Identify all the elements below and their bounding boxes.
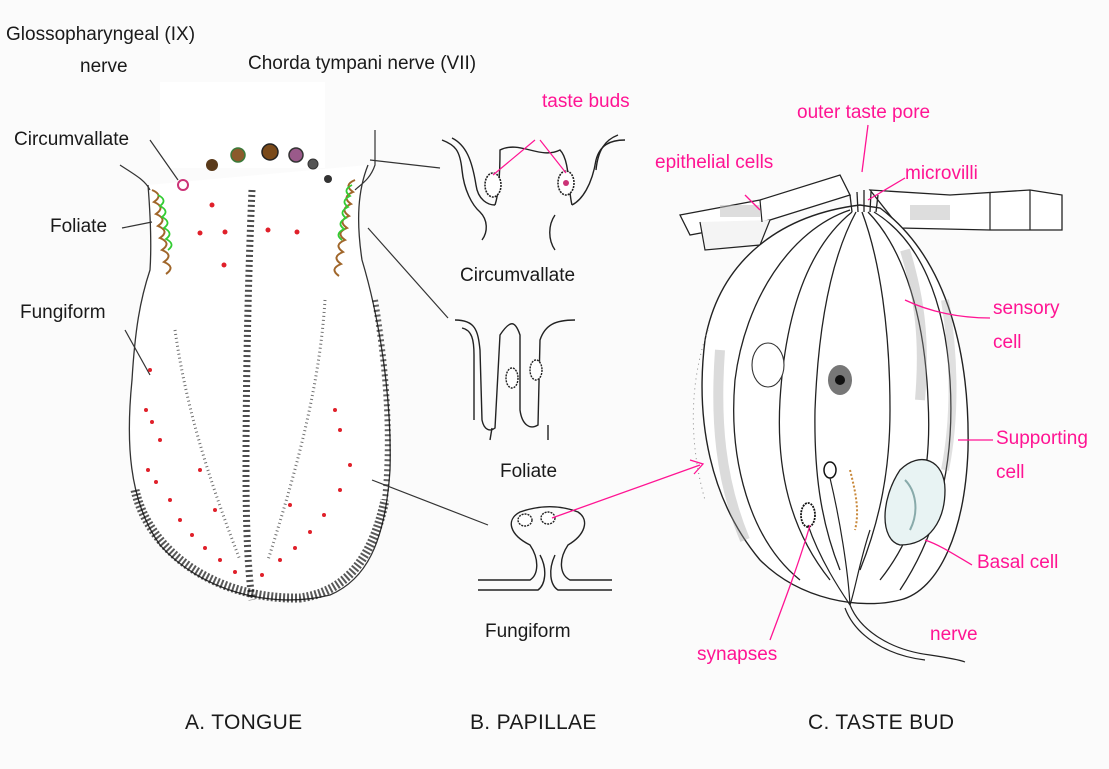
leader-foliate-papilla <box>368 228 448 318</box>
chorda-tympani-label: Chorda tympani nerve (VII) <box>248 54 476 75</box>
supporting-cell-label-line2: cell <box>996 463 1025 484</box>
circumvallate-taste-buds <box>485 171 574 197</box>
epithelial-cells-label: epithelial cells <box>655 153 773 174</box>
microvilli-label: microvilli <box>905 164 978 185</box>
nerve-label: nerve <box>930 625 978 646</box>
taste-buds-label: taste buds <box>542 92 630 113</box>
tongue-figure <box>120 82 390 600</box>
tongue-foliate-label: Foliate <box>50 217 107 238</box>
glossopharyngeal-line <box>120 165 150 190</box>
leader-fungiform-papilla <box>372 480 488 525</box>
papillae-fungiform-label: Fungiform <box>485 622 571 643</box>
leader-circumvallate-papilla <box>370 160 440 168</box>
sensory-cell-label: sensory <box>993 299 1060 320</box>
taste-bud-figure <box>680 175 1062 662</box>
foliate-taste-buds <box>506 360 542 388</box>
basal-cell-label: Basal cell <box>977 553 1058 574</box>
sensory-cell-label-line2: cell <box>993 333 1022 354</box>
circumvallate-papilla-drawing <box>442 135 625 250</box>
synapses-label: synapses <box>697 645 777 666</box>
supporting-cell-label: Supporting <box>996 429 1088 450</box>
foliate-leader <box>122 222 152 228</box>
papillae-foliate-label: Foliate <box>500 462 557 483</box>
section-label-tongue: A. TONGUE <box>185 711 302 734</box>
section-label-papillae: B. PAPILLAE <box>470 711 597 734</box>
outer-taste-pore-label: outer taste pore <box>797 103 930 124</box>
tongue-fungiform-label: Fungiform <box>20 303 106 324</box>
taste-buds-pointer-right <box>540 140 566 173</box>
papillae-circumvallate-label: Circumvallate <box>460 266 575 287</box>
section-label-taste-bud: C. TASTE BUD <box>808 711 954 734</box>
arrow-head <box>690 460 703 474</box>
tongue-circumvallate-label: Circumvallate <box>14 130 129 151</box>
fungiform-taste-buds <box>518 512 555 526</box>
fungiform-to-tastebud-arrow <box>552 465 700 518</box>
glossopharyngeal-label-line2: nerve <box>80 57 128 78</box>
glossopharyngeal-label: Glossopharyngeal (IX) <box>6 25 195 46</box>
